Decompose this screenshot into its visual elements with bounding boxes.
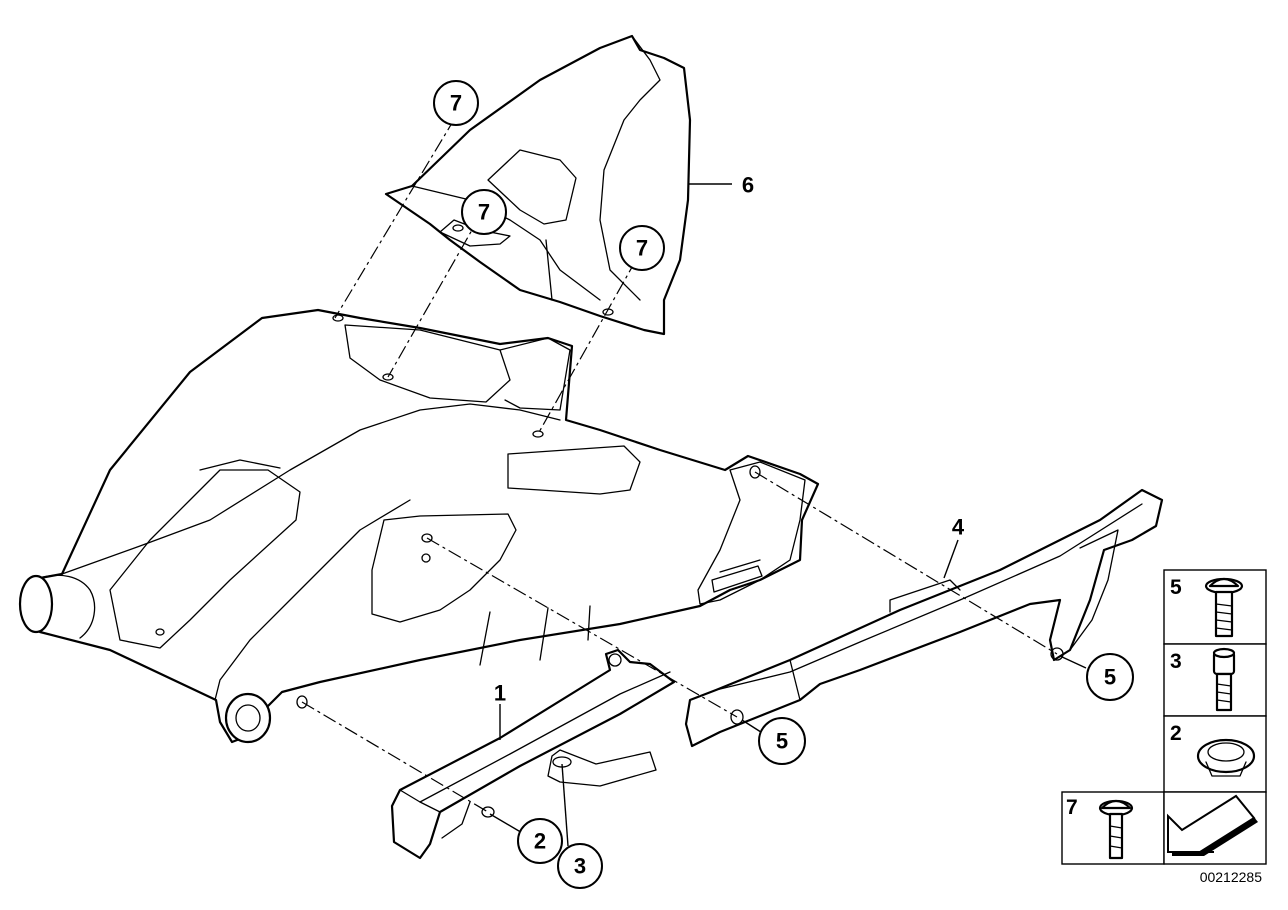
legend-5: 5 [1170, 576, 1244, 638]
callout-5a-text: 5 [1104, 665, 1116, 690]
assembly-lines [301, 117, 1058, 813]
callout-7a: 7 [433, 80, 479, 126]
drawing-number: 00212285 [1200, 869, 1263, 885]
legend-3-num: 3 [1170, 650, 1182, 673]
legend-2-num: 2 [1170, 722, 1182, 745]
chain-guard-part [684, 488, 1164, 748]
callout-7b-text: 7 [478, 200, 490, 225]
socket-cap-screw-icon [1212, 647, 1236, 712]
part-label-6: 6 [742, 173, 754, 198]
part-label-4: 4 [952, 515, 965, 540]
legend-7-num: 7 [1066, 796, 1078, 819]
chain-slider-part [390, 648, 676, 860]
legend-2: 2 [1170, 722, 1256, 777]
part-label-1: 1 [494, 681, 506, 706]
legend-arrow [1167, 794, 1258, 856]
callout-2: 2 [517, 818, 563, 864]
callout-7c-text: 7 [636, 236, 648, 261]
callout-5b: 5 [758, 717, 806, 765]
fastener-legend: 5 3 2 [1061, 569, 1267, 865]
callout-7a-text: 7 [450, 91, 462, 116]
flat-head-screw-icon [1098, 799, 1134, 860]
callout-5b-text: 5 [776, 729, 788, 754]
legend-3: 3 [1170, 647, 1236, 712]
callout-7c: 7 [619, 225, 665, 271]
callout-7b: 7 [461, 189, 507, 235]
legend-7: 7 [1066, 796, 1134, 860]
direction-arrow-icon [1167, 794, 1258, 856]
callout-3: 3 [557, 843, 603, 889]
leader-lines [489, 183, 1087, 847]
callout-3-text: 3 [574, 854, 586, 879]
callout-2-text: 2 [534, 829, 546, 854]
rear-mudguard-part [384, 34, 692, 336]
callout-5a: 5 [1086, 653, 1134, 701]
legend-5-num: 5 [1170, 576, 1182, 599]
grommet-icon [1196, 738, 1256, 777]
flange-screw-icon [1204, 577, 1244, 638]
swingarm [18, 308, 820, 744]
